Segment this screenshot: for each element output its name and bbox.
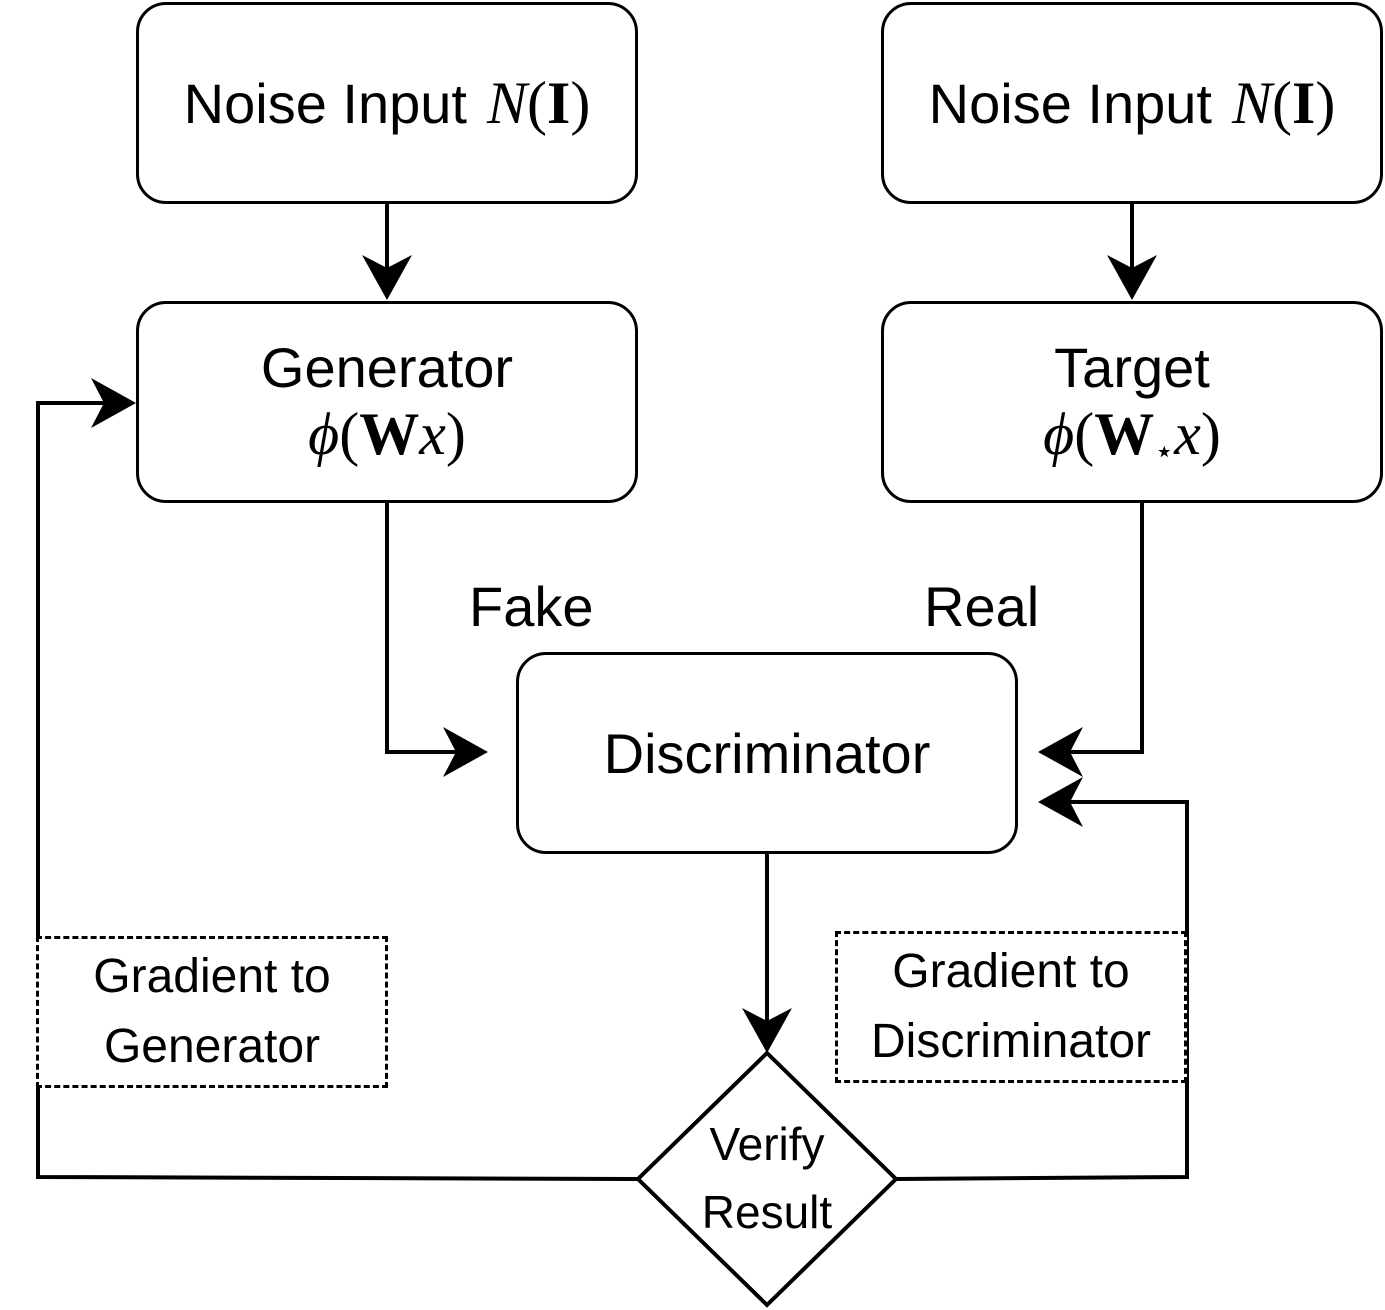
noise-input-right-label: Noise Input [928,71,1212,135]
arrowhead-target-down [1107,255,1157,300]
noise-input-right-math: N(I) [1231,69,1336,136]
edge-verify-to-discriminator [895,800,1189,1181]
arrowhead-generator-feedback [91,378,136,428]
verify-diamond [635,1050,899,1308]
gradient-to-generator-note: Gradient to Generator [36,936,388,1088]
generator-node[interactable]: Generator ϕ(Wx) [136,301,638,503]
target-label: Target [1054,335,1210,399]
arrowhead-discriminator-feedback [1038,777,1083,827]
target-math: ϕ(W⋆x) [1043,400,1221,469]
noise-input-left-math: N(I) [486,69,591,136]
generator-math: ϕ(Wx) [308,401,466,467]
noise-input-left-node[interactable]: Noise Input N(I) [136,2,638,204]
generator-label: Generator [260,336,514,399]
gradient-to-discriminator-note: Gradient to Discriminator [835,931,1187,1083]
arrowhead-generator-down [362,255,412,300]
fake-edge-label: Fake [469,575,594,638]
edge-target-to-discriminator [1056,502,1144,754]
arrowhead-discriminator-fake [443,727,488,777]
target-node[interactable]: Target ϕ(W⋆x) [881,301,1383,503]
real-edge-label: Real [924,575,1040,638]
gradient-to-discriminator-line1: Gradient to [892,945,1130,998]
discriminator-label: Discriminator [603,721,931,785]
gradient-to-discriminator-line2: Discriminator [870,1015,1152,1068]
arrowhead-verify-down [742,1008,792,1053]
edge-verify-to-generator [36,401,639,1181]
verify-result-line1: Verify [709,1118,825,1170]
discriminator-node[interactable]: Discriminator [516,652,1018,854]
noise-input-left-label: Noise Input [183,71,467,135]
gradient-to-generator-line2: Generator [103,1020,321,1073]
edge-generator-to-discriminator [385,502,470,754]
noise-input-right-node[interactable]: Noise Input N(I) [881,2,1383,204]
gradient-to-generator-line1: Gradient to [93,950,331,1003]
verify-result-node[interactable]: Verify Result [638,1110,896,1246]
arrowhead-discriminator-real [1038,727,1083,777]
verify-result-line2: Result [701,1186,833,1238]
